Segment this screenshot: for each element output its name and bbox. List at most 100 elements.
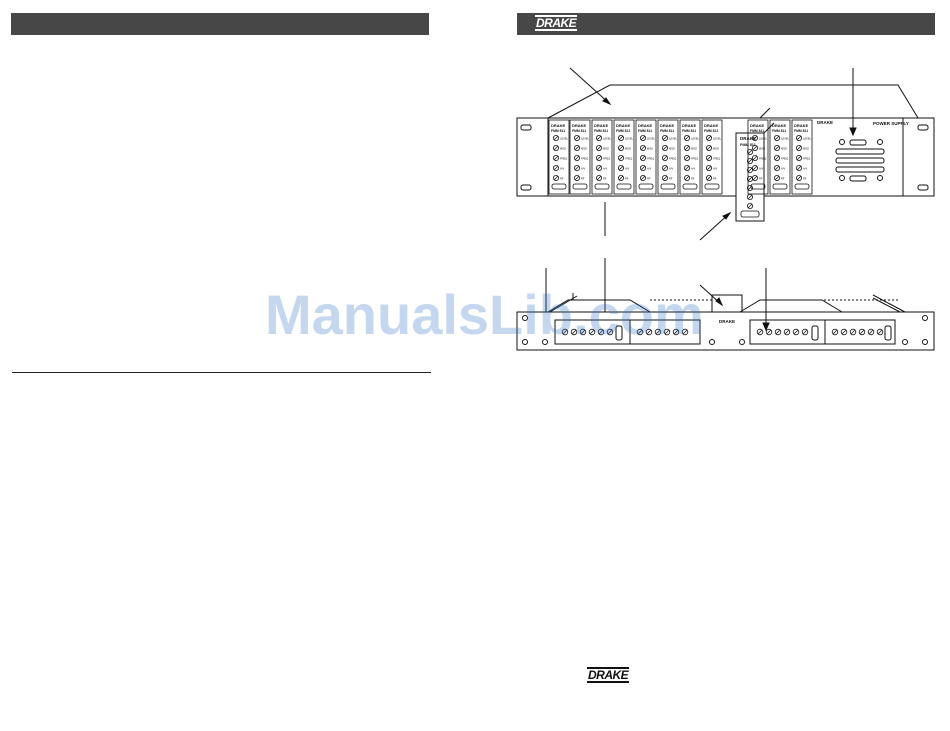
knob-indicator <box>684 135 690 141</box>
lower-module-knob <box>765 328 773 336</box>
knob-indicator <box>553 165 559 171</box>
knob-label: MOD <box>647 147 653 151</box>
knob-label: FREQ <box>691 157 698 161</box>
knob-indicator <box>796 155 802 161</box>
module-handle <box>794 183 810 190</box>
knob-label: FREQ <box>713 157 720 161</box>
knob-indicator <box>580 329 586 335</box>
knob-label: A/V <box>647 167 651 171</box>
knob-label: MOD <box>713 147 719 151</box>
knob-indicator <box>596 175 602 181</box>
knob-indicator <box>574 135 580 141</box>
knob-indicator <box>589 329 595 335</box>
right-header-bar <box>517 13 935 35</box>
section-divider-rule <box>12 372 431 373</box>
module-model-text: FMM 811 <box>551 129 565 133</box>
lower-module-knob <box>606 328 614 336</box>
lower-module-knob <box>663 328 671 336</box>
module-knob <box>640 164 647 171</box>
pulled-module-knob <box>747 175 754 182</box>
module-model-text: FMM 811 <box>704 129 718 133</box>
knob-indicator <box>752 165 758 171</box>
knob-indicator <box>774 135 780 141</box>
module-knob <box>684 174 691 181</box>
module-handle <box>594 183 610 190</box>
module-knob <box>640 134 647 141</box>
knob-indicator <box>747 203 753 209</box>
knob-label: RF <box>647 177 651 181</box>
knob-indicator <box>682 329 688 335</box>
module-brand-text: DRAKE <box>594 123 609 128</box>
module-knob <box>618 134 625 141</box>
module-knob <box>662 174 669 181</box>
knob-indicator <box>859 329 865 335</box>
module-handle <box>704 183 720 190</box>
module-knob <box>706 164 713 171</box>
knob-indicator <box>766 329 772 335</box>
knob-label: RF <box>669 177 673 181</box>
knob-label: FREQ <box>781 157 788 161</box>
knob-label: RF <box>625 177 629 181</box>
module-slot <box>701 119 723 195</box>
knob-indicator <box>774 175 780 181</box>
knob-indicator <box>574 175 580 181</box>
knob-indicator <box>618 165 624 171</box>
knob-label: A/V <box>581 167 585 171</box>
module-knob <box>774 144 781 151</box>
knob-indicator <box>796 145 802 151</box>
lower-module-knob <box>645 328 653 336</box>
module-knob <box>706 144 713 151</box>
knob-indicator <box>662 165 668 171</box>
module-model-text: FMM 811 <box>750 129 764 133</box>
knob-label: FREQ <box>560 157 567 161</box>
knob-label: FREQ <box>581 157 588 161</box>
knob-indicator <box>747 176 753 182</box>
module-model-text: FMM 811 <box>660 129 674 133</box>
module-slot <box>657 119 679 195</box>
module-knob <box>553 154 560 161</box>
knob-indicator <box>793 329 799 335</box>
module-brand-text: DRAKE <box>551 123 566 128</box>
knob-indicator <box>747 158 753 164</box>
pulled-module-handle <box>740 210 760 218</box>
module-brand-text: DRAKE <box>638 123 653 128</box>
knob-label: FREQ <box>803 157 810 161</box>
knob-indicator <box>596 135 602 141</box>
module-brand-text: DRAKE <box>682 123 697 128</box>
knob-label: MOD <box>625 147 631 151</box>
knob-indicator <box>868 329 874 335</box>
lower-module-knob <box>636 328 644 336</box>
knob-indicator <box>662 155 668 161</box>
module-knob <box>662 154 669 161</box>
upper-brand-label: DRAKE <box>817 120 833 125</box>
module-knob <box>574 164 581 171</box>
knob-label: A/V <box>603 167 607 171</box>
module-model-text: FMM 811 <box>682 129 696 133</box>
pulled-module-brand: DRAKE <box>740 136 756 141</box>
module-model-text: FMM 811 <box>594 129 608 133</box>
pulled-module-knob <box>747 166 754 173</box>
module-model-text: FMM 811 <box>638 129 652 133</box>
module-knob <box>752 164 759 171</box>
header-drake-logo: DRAKE <box>535 15 578 31</box>
callout-arrowhead <box>849 127 857 137</box>
knob-indicator <box>752 175 758 181</box>
module-handle <box>572 183 588 190</box>
knob-indicator <box>796 135 802 141</box>
knob-indicator <box>757 329 763 335</box>
knob-label: MOD <box>781 147 787 151</box>
module-knob <box>662 144 669 151</box>
module-knob <box>618 154 625 161</box>
knob-indicator <box>877 329 883 335</box>
module-knob <box>752 134 759 141</box>
module-handle <box>616 183 632 190</box>
lower-module-knob <box>867 328 875 336</box>
knob-label: A/V <box>691 167 695 171</box>
lower-module-knob <box>801 328 809 336</box>
knob-indicator <box>618 145 624 151</box>
lower-module-knob <box>672 328 680 336</box>
knob-label: FREQ <box>669 157 676 161</box>
module-knob <box>706 134 713 141</box>
knob-label: LEVEL <box>713 137 722 141</box>
knob-indicator <box>684 145 690 151</box>
